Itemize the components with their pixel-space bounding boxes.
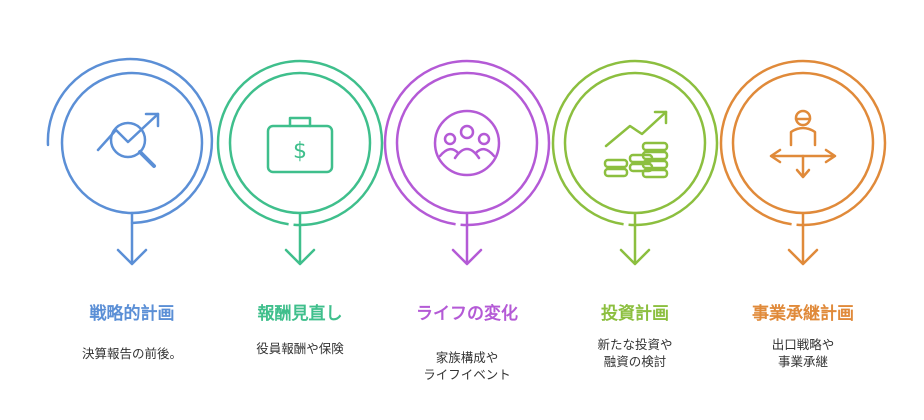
step-3-graphic <box>383 59 551 266</box>
step-2-desc-line-1: 役員報酬や保険 <box>256 341 344 356</box>
step-5-description: 出口戦略や 事業承継 <box>718 336 888 370</box>
step-4-desc-line-2: 融資の検討 <box>603 354 667 369</box>
strategy-analysis-icon <box>96 112 160 168</box>
step-5-desc-line-1: 出口戦略や <box>771 337 835 352</box>
money-briefcase-icon <box>266 116 334 174</box>
step-3-description: 家族構成や ライフイベント <box>382 349 552 383</box>
step-5-desc-line-2: 事業承継 <box>777 354 828 369</box>
step-2-description: 役員報酬や保険 <box>215 340 385 357</box>
step-1-description: 決算報告の前後。 <box>47 345 217 362</box>
step-1-graphic <box>46 57 214 266</box>
step-2-down-arrow <box>284 211 316 266</box>
growth-coins-icon <box>603 110 669 179</box>
step-4-description: 新たな投資や 融資の検討 <box>550 336 720 370</box>
step-3-down-arrow <box>451 211 483 266</box>
step-2-graphic: $ <box>216 59 384 266</box>
step-1-down-arrow <box>116 211 148 266</box>
step-1-outer-arc <box>46 57 214 225</box>
step-5-graphic <box>719 59 887 266</box>
step-3-desc-line-2: ライフイベント <box>423 367 511 382</box>
step-4-desc-line-1: 新たな投資や <box>597 337 673 352</box>
step-3-inner-circle <box>395 71 539 215</box>
dollar-sign-glyph: $ <box>293 139 307 164</box>
step-4-inner-circle <box>563 71 707 215</box>
step-2-outer-arc <box>216 59 384 227</box>
succession-person-icon <box>769 109 837 179</box>
step-3-outer-arc <box>383 59 551 227</box>
step-1-title: 戦略的計画 <box>89 304 175 324</box>
step-1-desc-line-1: 決算報告の前後。 <box>81 346 182 361</box>
step-5-outer-arc <box>719 59 887 227</box>
step-4-graphic <box>551 59 719 266</box>
step-5-down-arrow <box>787 211 819 266</box>
step-4-title: 投資計画 <box>601 304 669 324</box>
step-5-title: 事業承継計画 <box>752 304 854 324</box>
step-3-desc-line-1: 家族構成や <box>435 350 499 365</box>
step-1-inner-circle <box>60 71 204 215</box>
family-group-icon <box>433 109 501 177</box>
step-2-title: 報酬見直し <box>257 304 343 324</box>
step-4-outer-arc <box>551 59 719 227</box>
step-5-inner-circle <box>731 71 875 215</box>
step-4-down-arrow <box>619 211 651 266</box>
step-3-title: ライフの変化 <box>416 304 518 324</box>
